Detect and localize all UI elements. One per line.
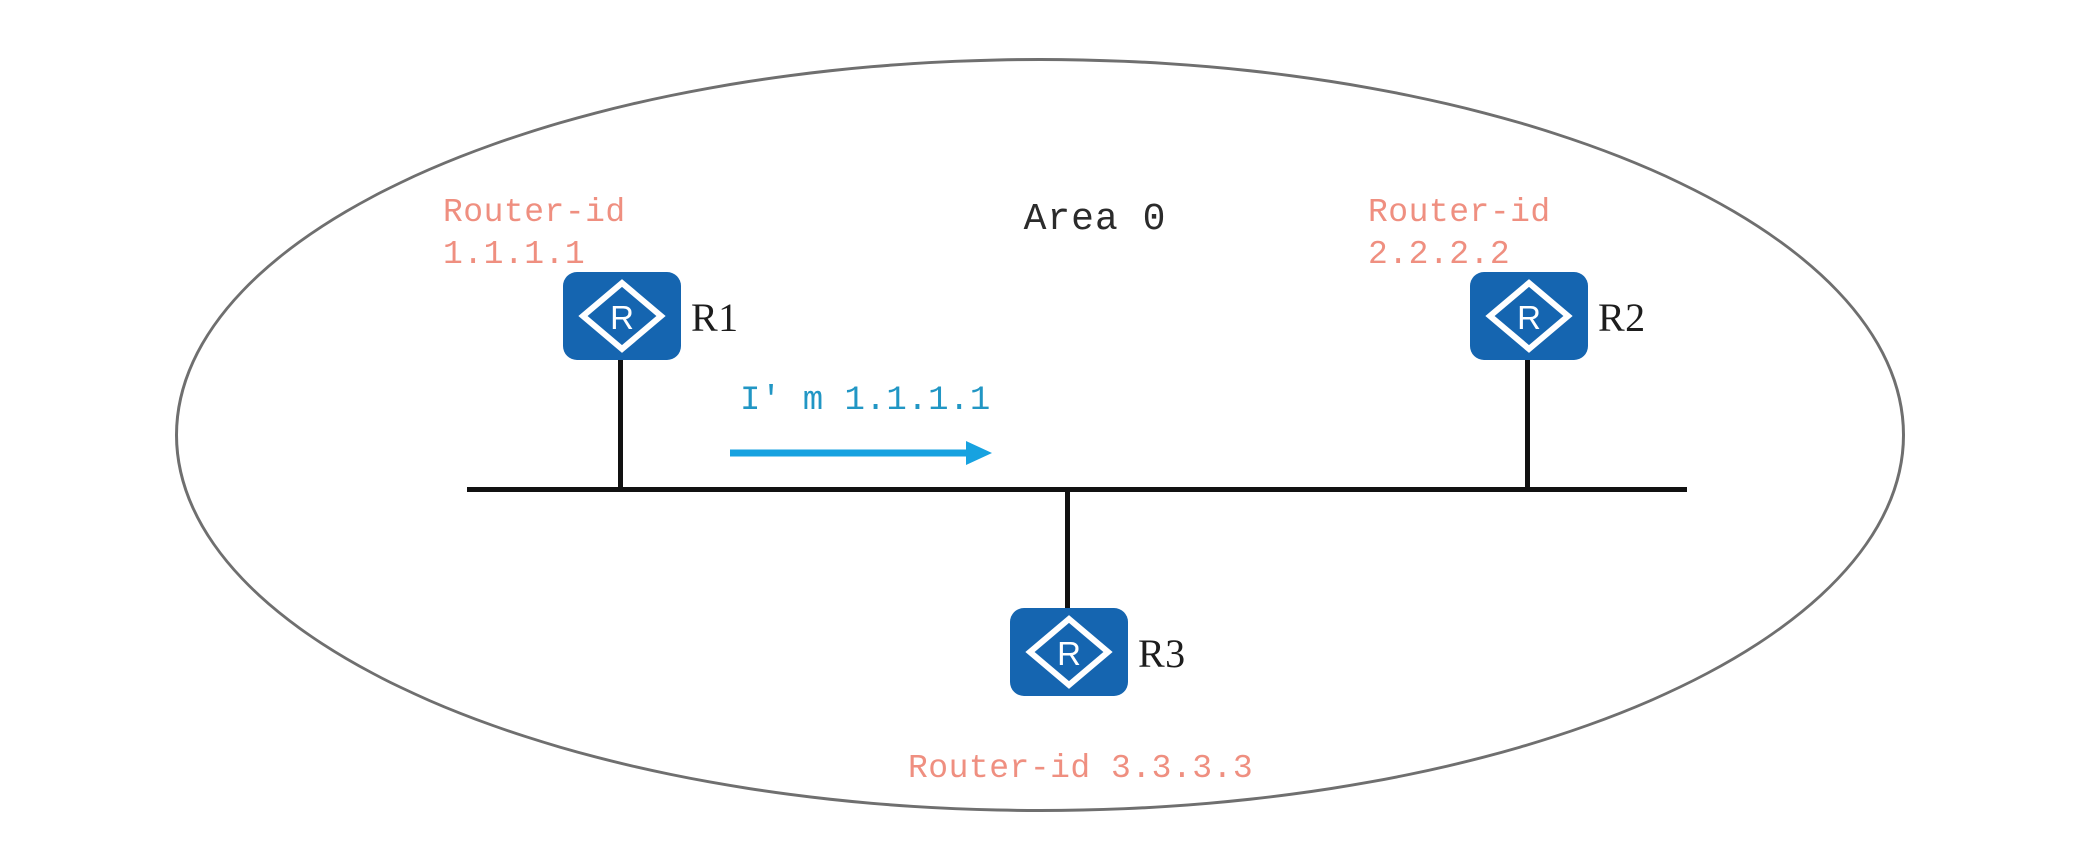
link-r2-to-bus <box>1525 358 1530 490</box>
router-label-r3: R3 <box>1138 631 1186 676</box>
router-id-label-r2: Router-id 2.2.2.2 <box>1368 194 1551 274</box>
router-node-r2[interactable]: R R2 <box>1470 272 1645 360</box>
area-label: Area 0 <box>1023 198 1167 241</box>
router-icon: R <box>563 272 681 360</box>
advertisement-label: I' m 1.1.1.1 <box>740 382 991 420</box>
router-label-r2: R2 <box>1598 295 1646 340</box>
router-label-r1: R1 <box>691 295 739 340</box>
router-node-r1[interactable]: R R1 <box>563 272 738 360</box>
svg-text:R: R <box>1517 299 1541 336</box>
router-node-r3[interactable]: R R3 <box>1010 608 1185 696</box>
broadcast-bus-line <box>467 487 1687 492</box>
arrow-right-icon <box>730 436 992 470</box>
link-r3-to-bus <box>1065 490 1070 610</box>
svg-text:R: R <box>610 299 634 336</box>
router-id-label-r3: Router-id 3.3.3.3 <box>908 750 1254 787</box>
svg-text:R: R <box>1057 635 1081 672</box>
router-icon: R <box>1010 608 1128 696</box>
router-id-label-r1: Router-id 1.1.1.1 <box>443 194 626 274</box>
router-icon: R <box>1470 272 1588 360</box>
area-boundary-ellipse <box>175 58 1905 812</box>
link-r1-to-bus <box>618 358 623 490</box>
